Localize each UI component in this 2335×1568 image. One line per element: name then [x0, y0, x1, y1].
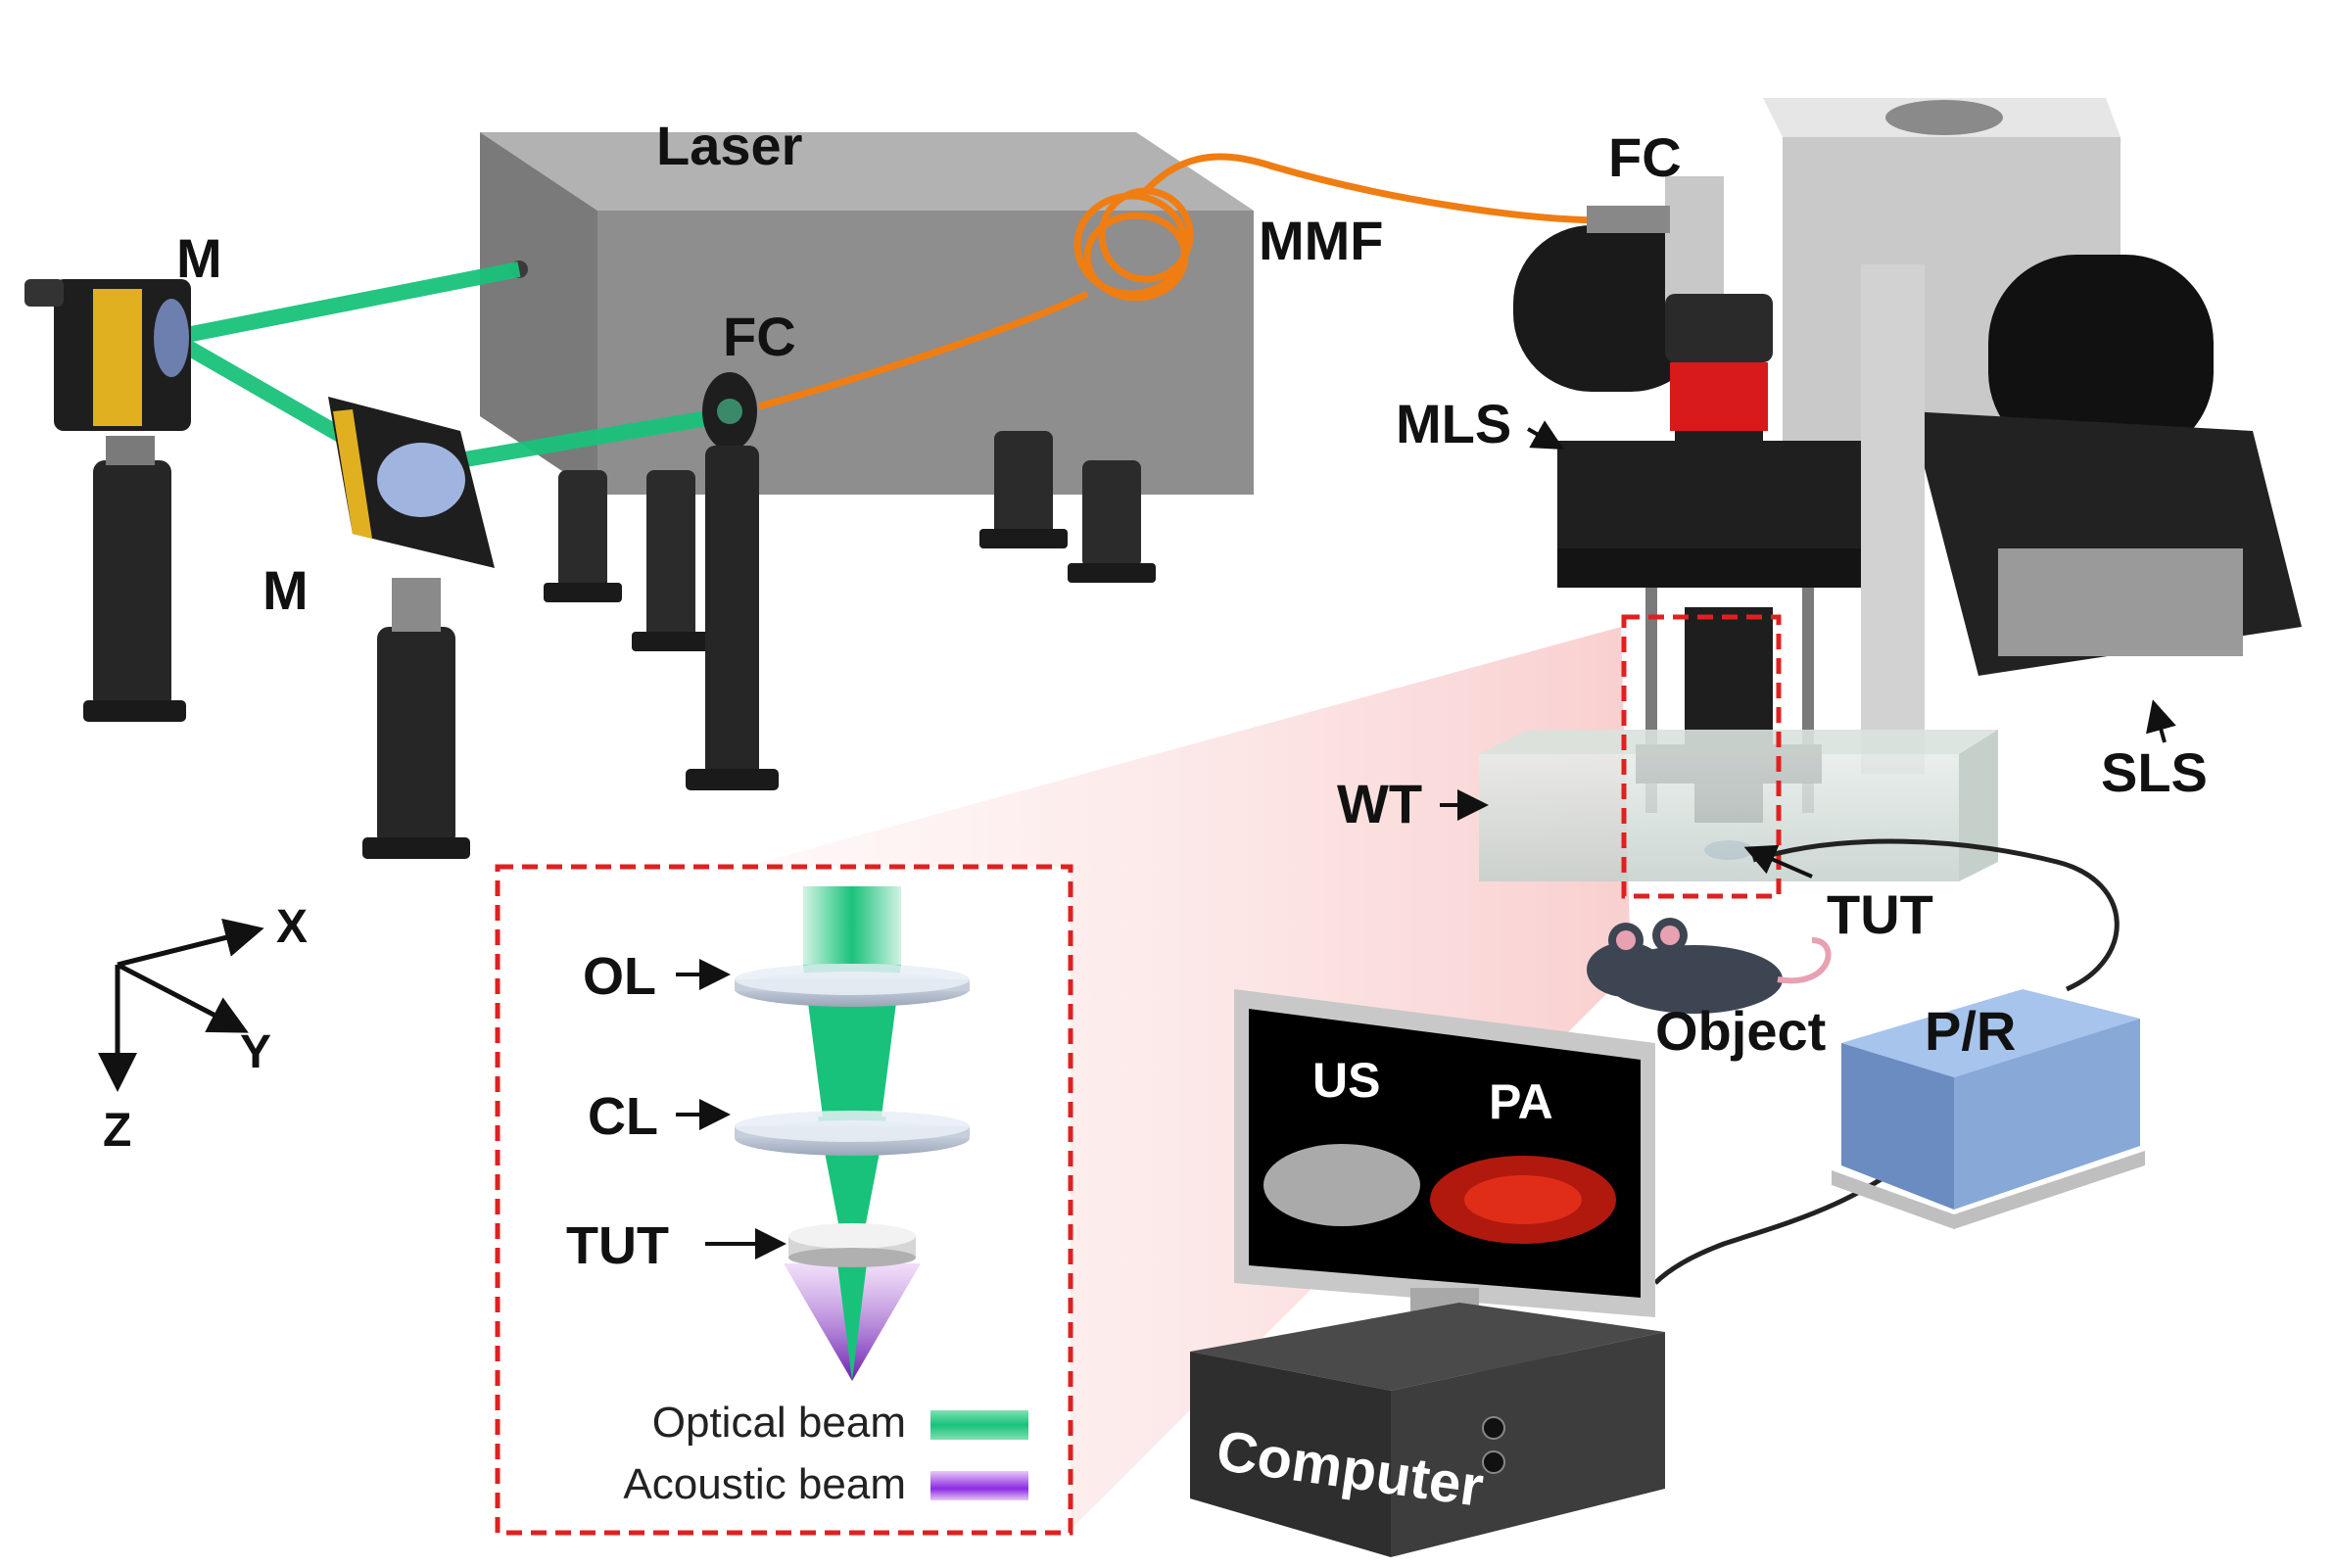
us-image	[1263, 1144, 1420, 1226]
label-fc-laser: FC	[723, 306, 796, 367]
condenser-lens	[735, 1111, 970, 1156]
label-mmf: MMF	[1259, 210, 1384, 271]
inset-arrows	[676, 959, 786, 1259]
power-button-icon	[1482, 1416, 1505, 1440]
monitor-label-pa: PA	[1489, 1074, 1553, 1129]
pulser-receiver-box	[1832, 989, 2145, 1229]
axis-y-label: Y	[240, 1026, 271, 1078]
monitor	[1234, 989, 1655, 1373]
computer	[1190, 1303, 1665, 1557]
objective-lens	[735, 964, 970, 1007]
label-mirror-1: M	[176, 227, 222, 289]
multimode-fiber	[758, 153, 1607, 410]
legend-optical-label: Optical beam	[652, 1399, 906, 1447]
label-fc-head: FC	[1608, 126, 1682, 188]
inset-label-ol: OL	[583, 947, 656, 1006]
mouse-object	[1587, 918, 1832, 1014]
mirror-mount-1	[24, 279, 191, 722]
axis-indicator	[98, 918, 264, 1092]
laser-posts	[544, 431, 1156, 651]
fiber-coupler-laser	[686, 372, 779, 790]
label-laser: Laser	[656, 115, 802, 176]
label-mirror-2: M	[262, 559, 309, 621]
water-tank	[1479, 730, 1998, 881]
label-sls: SLS	[2101, 741, 2208, 803]
imaging-head	[1513, 98, 2302, 860]
transparent-transducer	[788, 1223, 916, 1267]
drive-indicator-icon	[1482, 1450, 1505, 1474]
legend-acoustic-label: Acoustic beam	[623, 1460, 906, 1508]
label-mls: MLS	[1396, 393, 1511, 454]
label-tut-system: TUT	[1827, 883, 1933, 945]
label-pr: P/R	[1925, 1000, 2016, 1062]
inset-label-cl: CL	[588, 1087, 658, 1146]
label-object: Object	[1655, 1000, 1826, 1062]
inset-label-tut: TUT	[566, 1216, 669, 1275]
legend-optical-swatch	[930, 1410, 1028, 1440]
label-wt: WT	[1337, 773, 1422, 834]
mirror-mount-2	[328, 397, 495, 859]
pointer-arrows	[1440, 420, 2176, 879]
axis-z-label: Z	[103, 1105, 131, 1157]
region-of-interest	[1621, 614, 1782, 899]
monitor-label-us: US	[1312, 1053, 1380, 1108]
cables	[1653, 838, 2120, 1285]
axis-x-label: X	[276, 901, 308, 953]
legend-acoustic-swatch	[930, 1471, 1028, 1500]
